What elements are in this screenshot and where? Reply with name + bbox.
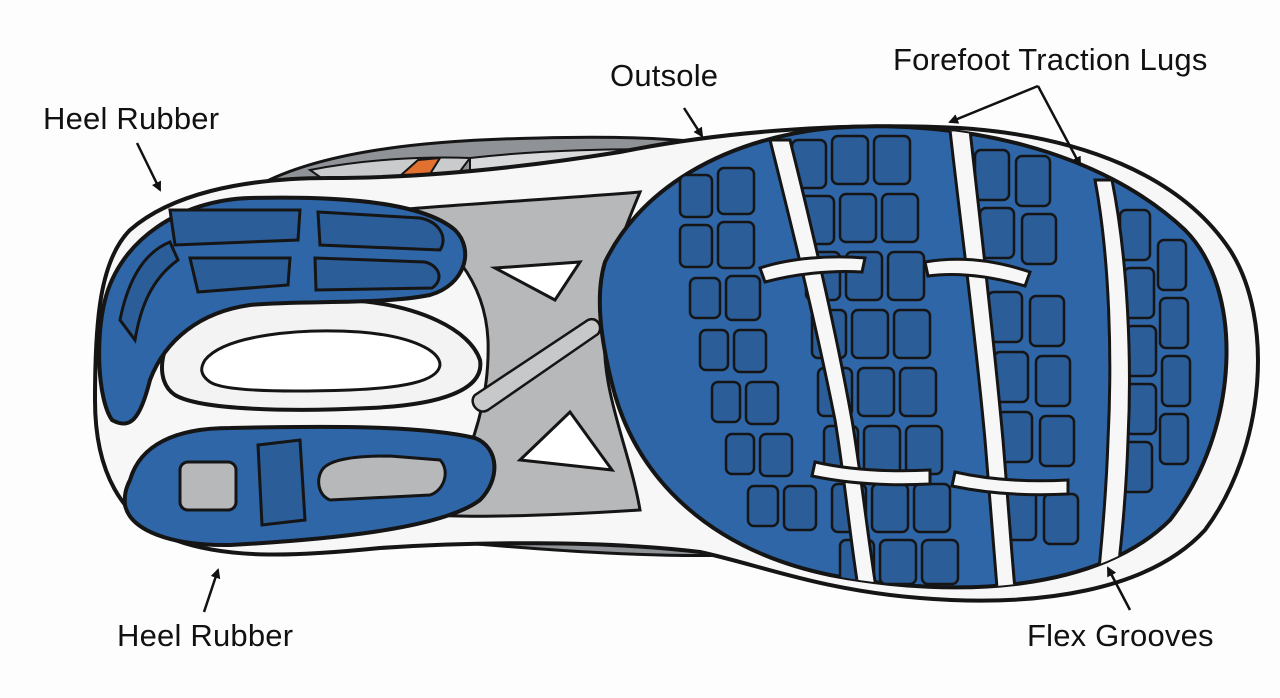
shank-window-bottom: [516, 409, 616, 472]
arrow-icon: [135, 142, 162, 192]
label-heel-rubber-top: Heel Rubber: [43, 101, 220, 136]
forefoot-rubber-pad: [597, 124, 1229, 590]
shank-bar: [471, 317, 602, 413]
arrow-icon: [1036, 85, 1082, 167]
arrow-icon: [948, 84, 1039, 124]
arrow-icon: [1106, 566, 1132, 611]
label-flex-grooves: Flex Grooves: [1027, 618, 1214, 653]
arrow-icon: [202, 568, 221, 613]
label-heel-rubber-bottom: Heel Rubber: [117, 618, 294, 653]
label-outsole: Outsole: [610, 58, 719, 93]
arrow-icon: [682, 107, 704, 138]
shank-window-top: [489, 260, 583, 302]
label-forefoot-traction-lugs: Forefoot Traction Lugs: [893, 42, 1208, 77]
heel-rubber-top-pad: [97, 195, 468, 426]
heel-rubber-bottom-pad: [122, 424, 497, 548]
flex-groove-set: [758, 128, 1131, 588]
traction-lug-grid: [678, 128, 1192, 588]
